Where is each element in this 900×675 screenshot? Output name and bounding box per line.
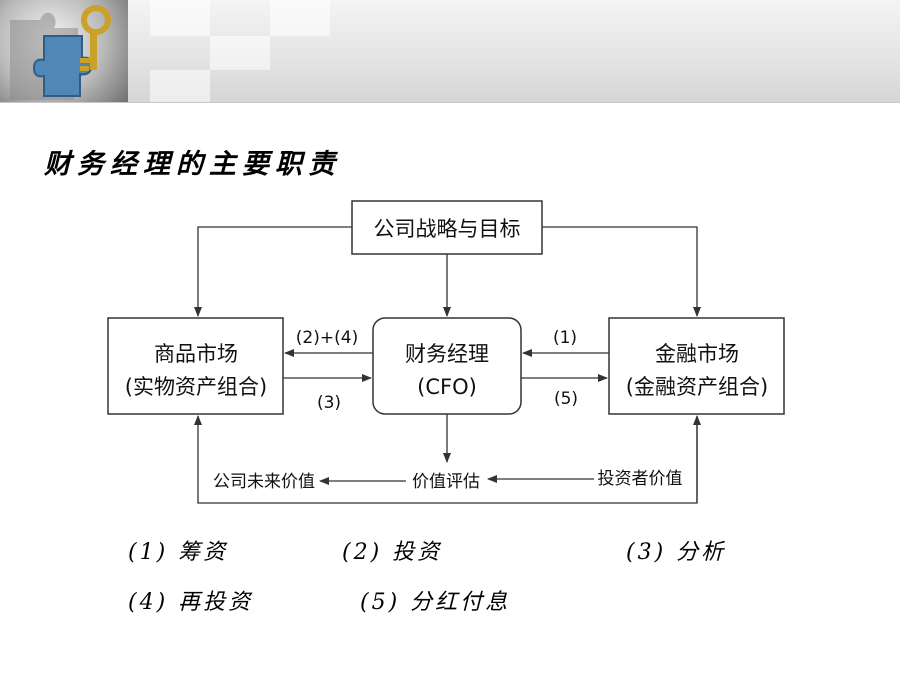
puzzle-key-image	[0, 0, 128, 102]
arrow-label-5: (5)	[554, 389, 578, 409]
legend-text: 分析	[676, 540, 727, 565]
cfo-label: 财务经理	[405, 342, 489, 366]
cfo-box	[372, 317, 522, 415]
legend-number: (3)	[626, 540, 667, 565]
financial-market-box	[608, 317, 785, 415]
header-tile	[210, 36, 270, 70]
legend-item-2: (2) 投资	[342, 534, 442, 566]
puzzle-key-icon	[10, 5, 111, 101]
commodity-market-box	[107, 317, 284, 415]
financial-market-label: 金融市场	[655, 342, 739, 366]
strategy-to-commodity-arrow	[194, 226, 352, 317]
legend-number: (4)	[128, 590, 169, 615]
header-tile	[270, 0, 330, 36]
legend-item-5: (5) 分红付息	[360, 584, 510, 616]
legend-item-3: (3) 分析	[626, 534, 726, 566]
strategy-box-label: 公司战略与目标	[374, 217, 521, 241]
legend-text: 再投资	[178, 590, 254, 615]
header-tile	[150, 0, 210, 36]
arrow-label-2-4: (2)+(4)	[296, 328, 358, 348]
arrow-label-1: (1)	[553, 328, 577, 348]
legend-number: (2)	[342, 540, 383, 565]
header-tile	[150, 70, 210, 102]
commodity-market-label: 商品市场	[154, 342, 238, 366]
legend-number: (5)	[360, 590, 401, 615]
legend-text: 筹资	[178, 540, 229, 565]
legend-number: (1)	[128, 540, 169, 565]
future-value-label: 公司未来价值	[213, 472, 315, 492]
valuation-label: 价值评估	[412, 472, 480, 492]
commodity-market-sublabel: (实物资产组合)	[125, 375, 267, 399]
financial-market-sublabel: (金融资产组合)	[626, 375, 768, 399]
legend-text: 分红付息	[410, 590, 511, 615]
strategy-box	[351, 200, 543, 255]
investor-value-label: 投资者价值	[598, 469, 683, 489]
legend-item-4: (4) 再投资	[128, 584, 253, 616]
header-banner	[0, 0, 900, 103]
legend-text: 投资	[392, 540, 443, 565]
cfo-sublabel: (CFO)	[417, 375, 477, 399]
legend-item-1: (1) 筹资	[128, 534, 228, 566]
arrow-label-3: (3)	[317, 393, 341, 413]
page-title: 财务经理的主要职责	[44, 149, 341, 180]
strategy-to-financial-arrow	[542, 226, 701, 317]
